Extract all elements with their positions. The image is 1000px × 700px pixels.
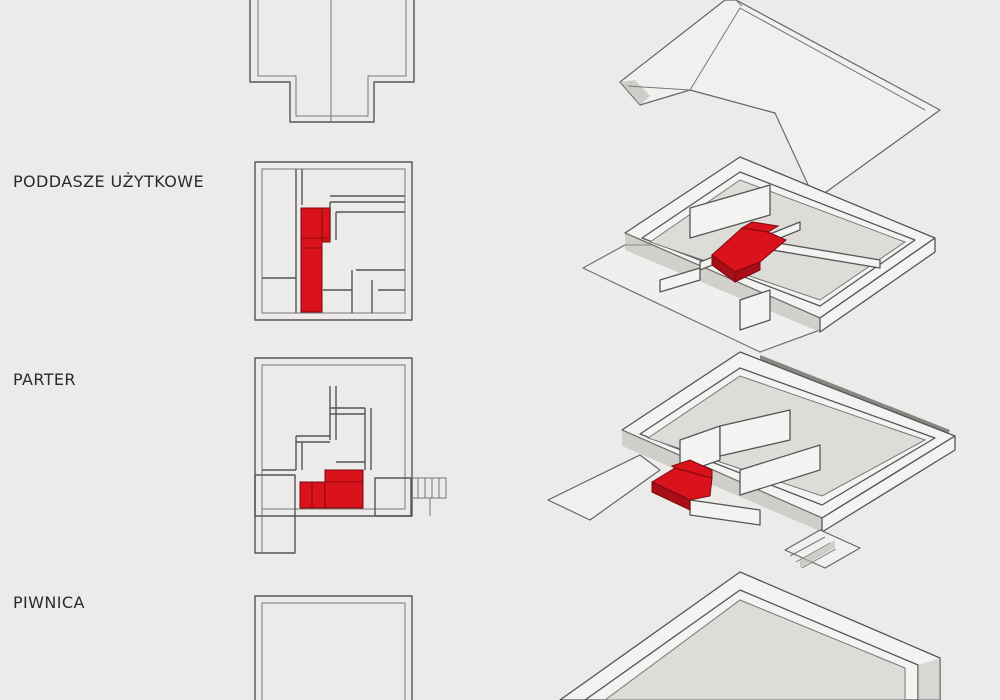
basement-plan: [254, 595, 413, 700]
attic-plan: [254, 161, 413, 321]
iso-roof: [619, 0, 941, 201]
roof-plan: [249, 0, 415, 123]
ground-floor-plan: [254, 357, 447, 554]
iso-ground-floor: [547, 351, 956, 569]
label-attic-floor: PODDASZE UŻYTKOWE: [13, 172, 205, 191]
label-ground-floor: PARTER: [13, 370, 76, 389]
label-basement-floor: PIWNICA: [13, 593, 85, 612]
iso-basement: [559, 571, 941, 700]
iso-attic: [582, 156, 936, 353]
